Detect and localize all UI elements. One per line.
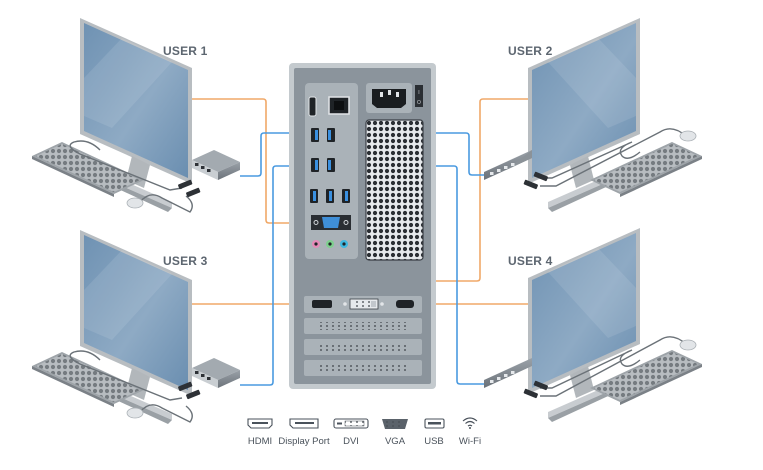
hdmi-port-gpu-right [396,300,414,308]
hdmi-port-gpu-left [312,300,332,308]
usb-cable-user4 [334,165,487,385]
usb-plug-user1b [186,187,201,198]
wifi-icon [462,417,478,429]
workstation-user1 [32,18,240,213]
legend-label: Display Port [278,436,330,447]
power-switch[interactable] [415,85,423,107]
legend-label: HDMI [247,436,273,447]
mouse-user2 [679,130,697,142]
usb-plug-user2a [533,171,548,182]
mouse-user1 [126,197,144,209]
keyboard-cable-user1 [69,140,183,191]
keyboard-cable-user3 [69,350,183,401]
legend-label: DVI [343,436,359,447]
pc-tower: I O [289,63,436,389]
video-cable-user1 [190,98,316,224]
workstation-user4 [484,228,702,422]
connector-legend: HDMI Display Port DVI VGA USB Wi-Fi [240,414,500,454]
usb-cables [240,132,487,386]
audio-jacks [312,240,348,248]
user-2-label: USER 2 [508,44,553,58]
power-switch-off-label: O [417,100,421,106]
expansion-slots [304,318,422,376]
usb-hub-user1 [192,150,240,180]
usb-plug-user3a [178,381,193,392]
usb-port [342,189,350,203]
usb-port [326,189,334,203]
usb-hub-user3 [192,358,240,388]
hdmi-port-icon [247,418,273,429]
mouse-cable-user3 [139,404,193,423]
usb-cable-user3 [240,165,316,386]
hdmi-port-top [308,96,317,117]
vga-port [311,215,351,230]
mouse-user4 [679,339,697,351]
user-3-label: USER 3 [163,254,208,268]
usb-port [311,158,319,172]
usb-cable-user1 [240,132,316,177]
keyboard-cable-user4 [540,349,641,389]
usb-plug-user4a [533,380,548,391]
keyboard-cable-user2 [540,141,641,179]
usb-plug-user3b [186,389,201,400]
usb-plug-user4b [523,388,538,399]
usb-plug-user2b [523,179,538,190]
usb-hub-user4 [484,358,532,388]
usb-hub-user2 [484,150,532,180]
legend-label: USB [424,436,444,447]
displayport-icon [289,418,319,429]
keyboard-user2 [590,142,702,197]
power-switch-on-label: I [418,90,419,96]
user-1-label: USER 1 [163,44,208,58]
psu-vent [365,119,424,261]
vga-port-icon [382,419,408,429]
usb-cable-user2 [334,132,487,176]
mouse-user3 [126,407,144,419]
usb-port [310,189,318,203]
usb-plug-user1a [178,179,193,190]
dvi-port-icon [333,418,369,429]
legend-icons [247,417,478,429]
user-4-label: USER 4 [508,254,553,268]
usb-port [327,158,335,172]
dvi-port [349,298,379,310]
legend-label: VGA [384,436,406,447]
mouse-cable-user1 [139,194,193,213]
usb-port [311,128,319,142]
usb-ports [310,128,350,203]
legend-label: Wi-Fi [458,436,482,447]
usb-port-icon [424,418,445,429]
workstation-user2 [484,18,702,212]
usb-port [327,128,335,142]
workstation-user3 [32,230,240,424]
